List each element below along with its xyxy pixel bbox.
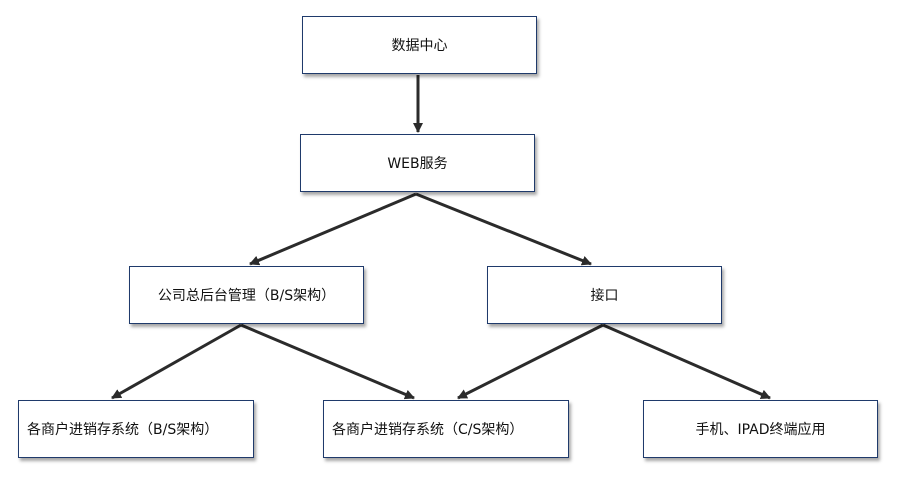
node-label: 接口 bbox=[590, 288, 619, 304]
node-label: 公司总后台管理（B/S架构） bbox=[157, 288, 336, 304]
arrow-admin-to-cs bbox=[240, 323, 415, 400]
arrow-admin-to-bs bbox=[111, 323, 242, 400]
node-mobile-app: 手机、IPAD终端应用 bbox=[643, 400, 878, 458]
node-cs-system: 各商户进销存系统（C/S架构） bbox=[323, 400, 569, 458]
node-label: 各商户进销存系统（B/S架构） bbox=[27, 422, 219, 438]
node-label: 数据中心 bbox=[391, 38, 448, 54]
node-bs-system: 各商户进销存系统（B/S架构） bbox=[18, 400, 254, 458]
arrow-interface-to-cs bbox=[457, 323, 604, 400]
node-interface: 接口 bbox=[487, 266, 722, 324]
node-admin-backend: 公司总后台管理（B/S架构） bbox=[129, 266, 364, 324]
node-label: 各商户进销存系统（C/S架构） bbox=[332, 422, 524, 438]
node-label: 手机、IPAD终端应用 bbox=[695, 422, 826, 438]
arrow-interface-to-mobile bbox=[602, 323, 771, 400]
arrow-web-to-interface bbox=[415, 192, 592, 266]
arrow-web-to-admin bbox=[249, 192, 417, 266]
node-label: WEB服务 bbox=[387, 156, 448, 172]
node-data-center: 数据中心 bbox=[302, 16, 537, 74]
node-web-service: WEB服务 bbox=[300, 134, 535, 192]
